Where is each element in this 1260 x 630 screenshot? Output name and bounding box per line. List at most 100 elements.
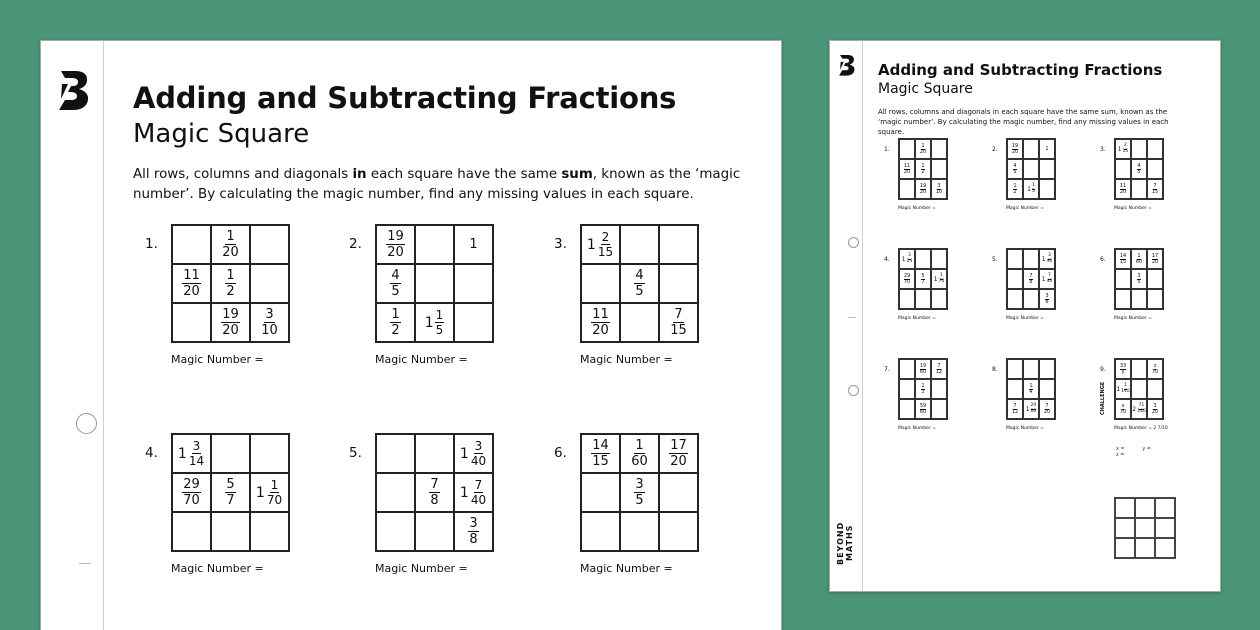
square-magic-number-label: Magic Number = [580,562,673,575]
preview-square-cell [1023,159,1039,179]
preview-square-cell [931,139,947,159]
numerator: 1 [1137,252,1141,260]
preview-square-number: 5. [992,256,998,263]
denominator: 14 [188,454,205,468]
numerator: 1 [1029,382,1033,390]
preview-square-cell [1023,249,1039,269]
instructions-bold: in [352,167,367,182]
cell-value: 1 [1045,146,1049,152]
square-cell [172,225,211,264]
whole-part: 1 [255,484,265,501]
square-cell [659,473,698,512]
numerator: 19 [919,182,927,190]
whole-part: 1 [1116,385,1121,393]
instructions-bold: sum [561,167,593,182]
preview-square-cell [1131,139,1147,159]
preview-square-cell [931,289,947,309]
numerator: 19 [221,307,240,323]
numerator: 3 [907,253,911,260]
numerator: 1 [921,162,925,170]
preview-square-cell [1115,269,1131,289]
instructions-text: All rows, columns and diagonals [133,167,353,182]
preview-square-magic-number-label: Magic Number = [898,426,936,431]
denominator: 8 [1029,278,1033,285]
numerator: 11 [903,162,911,170]
denominator: 3 [921,388,925,395]
whole-part: 1 [459,445,469,462]
whole-part: 2 [1132,405,1137,413]
working-marks: x = y =z = [1116,446,1151,458]
denominator: 60 [1030,408,1037,414]
preview-square-number: 2. [992,146,998,153]
denominator: 20 [1011,148,1019,155]
preview-square-cell [899,289,915,309]
denominator: 20 [1151,408,1159,415]
denominator: 20 [903,168,911,175]
denominator: 40 [470,493,487,507]
numerator: 19 [1011,142,1019,150]
whole-part: 1 [459,484,469,501]
denominator: 60 [919,408,927,415]
beyond-logo-icon [59,71,89,110]
denominator: 60 [631,454,648,469]
denominator: 20 [222,323,239,338]
square-cell [172,512,211,551]
square-cell [620,303,659,342]
square-number: 3. [554,236,567,252]
denominator: 60 [919,368,927,375]
preview-square-cell [931,399,947,419]
whole-part: 1 [901,255,906,263]
square-cell [581,512,620,551]
denominator: 40 [470,454,487,468]
fold-mark [848,317,856,318]
numerator: 3 [264,307,275,323]
preview-square-cell [1023,359,1039,379]
preview-instructions: All rows, columns and diagonals in each … [878,108,1169,136]
numerator: 7 [1013,402,1017,410]
preview-square-number: 1. [884,146,890,153]
instructions-text: , known as the ‘magic number’. By calcul… [133,167,741,202]
numerator: 7 [1153,182,1157,190]
square-cell [415,434,454,473]
numerator: 3 [1047,253,1051,260]
square-cell [581,473,620,512]
